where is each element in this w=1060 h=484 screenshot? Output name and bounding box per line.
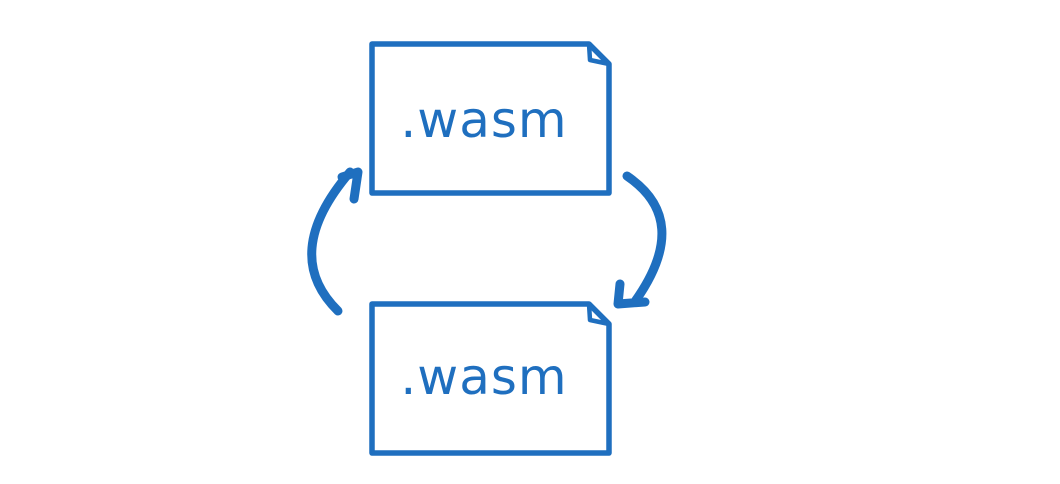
bottom-file-label: .wasm bbox=[400, 348, 567, 406]
curved-arrow-down-icon bbox=[613, 171, 667, 309]
bottom-file: .wasm bbox=[369, 301, 612, 456]
file-corner-fold bbox=[586, 301, 612, 327]
file-document-icon bbox=[369, 301, 612, 456]
top-file-label: .wasm bbox=[400, 91, 567, 149]
curved-arrow-up-icon bbox=[307, 167, 363, 316]
top-file: .wasm bbox=[369, 41, 612, 196]
file-corner-fold bbox=[586, 41, 612, 67]
file-document-icon bbox=[369, 41, 612, 196]
